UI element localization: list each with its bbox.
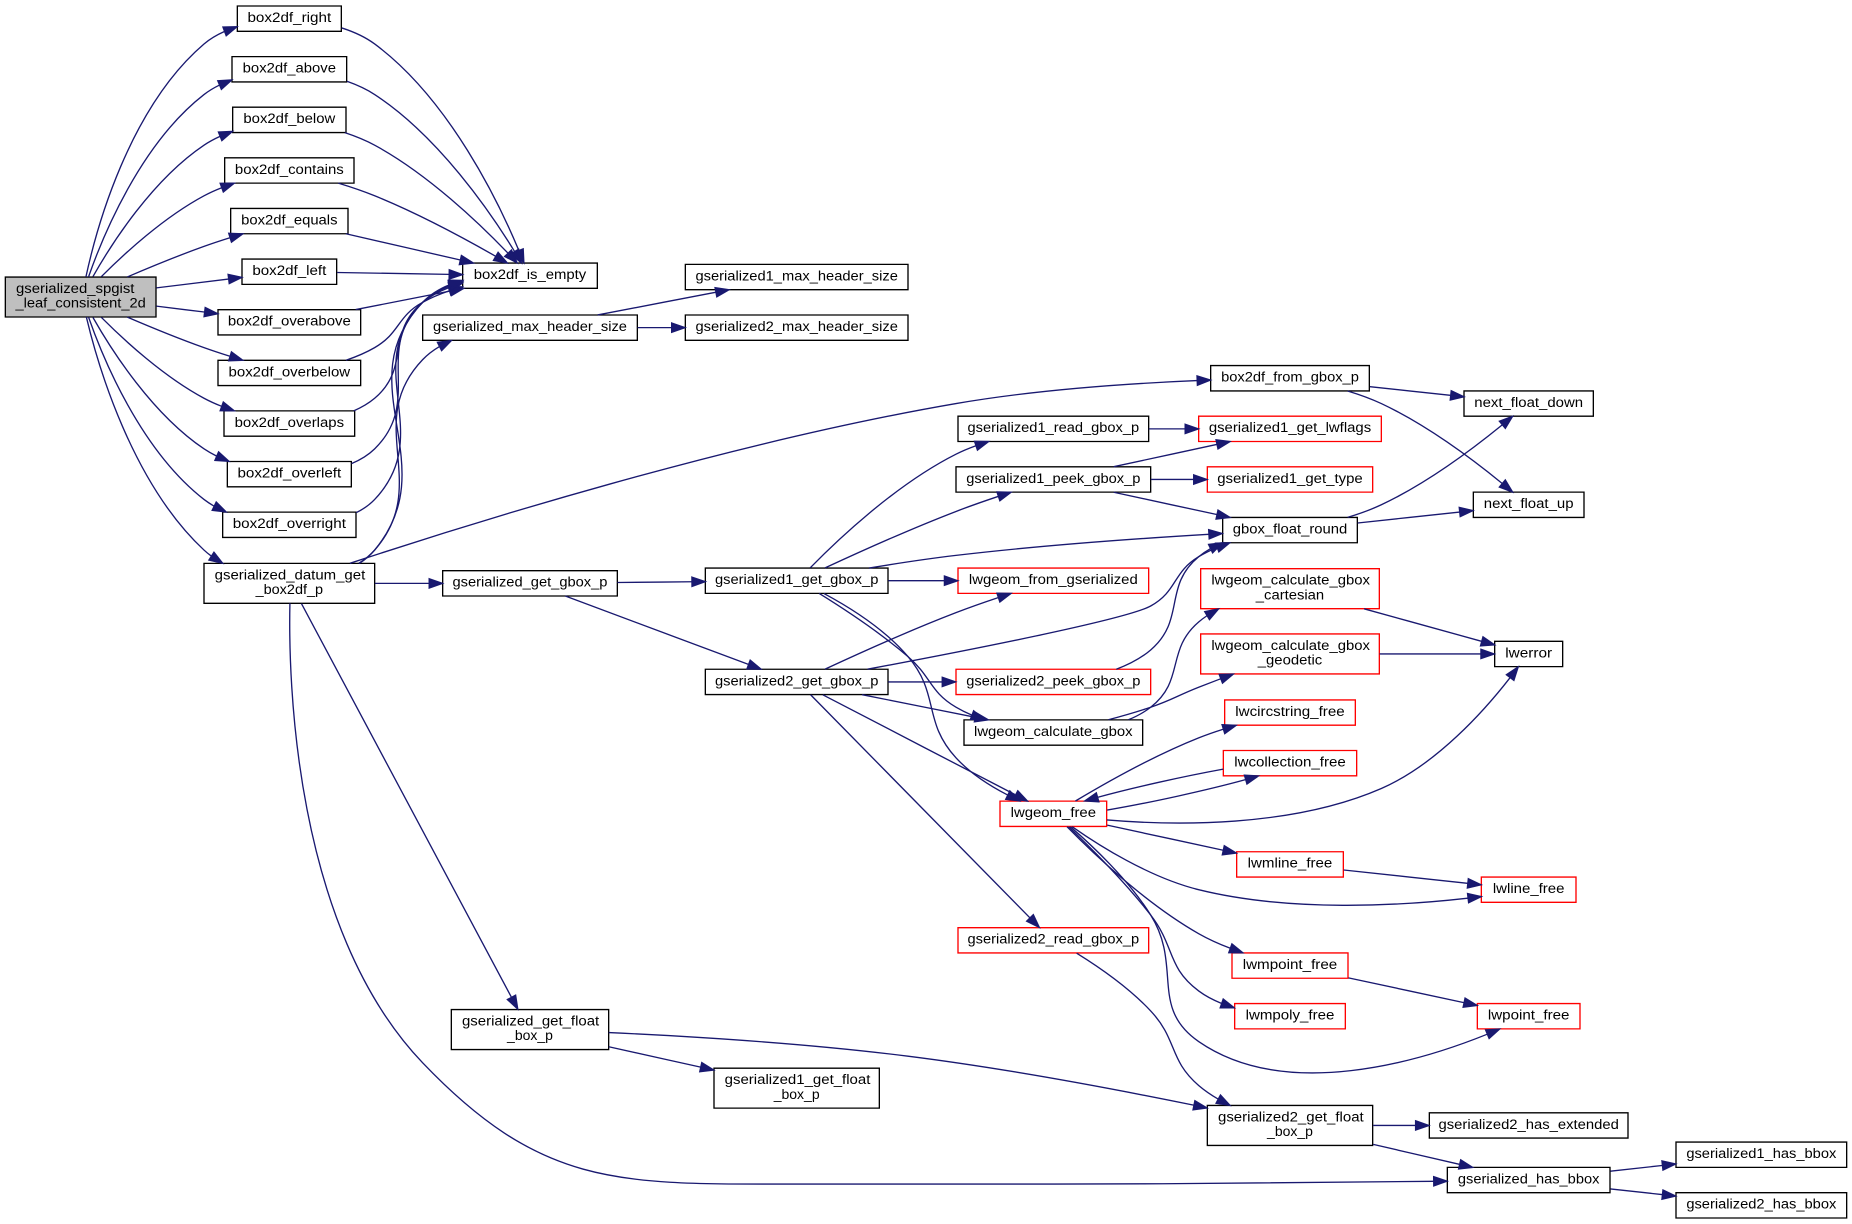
- svg-text:lwcollection_free: lwcollection_free: [1234, 754, 1346, 770]
- svg-text:gserialized1_max_header_size: gserialized1_max_header_size: [695, 267, 898, 283]
- svg-text:box2df_is_empty: box2df_is_empty: [474, 266, 587, 282]
- svg-text:lwmline_free: lwmline_free: [1248, 855, 1333, 871]
- svg-text:box2df_left: box2df_left: [252, 262, 326, 278]
- svg-text:gserialized1_get_type: gserialized1_get_type: [1217, 470, 1363, 486]
- svg-text:gserialized2_has_bbox: gserialized2_has_bbox: [1686, 1196, 1836, 1212]
- svg-text:gserialized2_read_gbox_p: gserialized2_read_gbox_p: [968, 931, 1140, 947]
- svg-text:lwerror: lwerror: [1505, 644, 1552, 660]
- svg-text:box2df_above: box2df_above: [243, 60, 337, 76]
- svg-text:gserialized_spgist: gserialized_spgist: [16, 280, 135, 296]
- svg-text:lwgeom_calculate_gbox: lwgeom_calculate_gbox: [1211, 572, 1370, 588]
- svg-text:next_float_down: next_float_down: [1474, 394, 1583, 410]
- svg-text:gserialized1_read_gbox_p: gserialized1_read_gbox_p: [968, 419, 1140, 435]
- svg-text:box2df_from_gbox_p: box2df_from_gbox_p: [1221, 369, 1359, 385]
- svg-text:_box_p: _box_p: [506, 1027, 553, 1043]
- svg-text:gserialized_max_header_size: gserialized_max_header_size: [433, 318, 627, 334]
- svg-text:gserialized2_get_float: gserialized2_get_float: [1218, 1108, 1364, 1124]
- svg-text:lwmpoly_free: lwmpoly_free: [1246, 1007, 1335, 1023]
- svg-text:lwmpoint_free: lwmpoint_free: [1243, 956, 1338, 972]
- svg-text:box2df_overlaps: box2df_overlaps: [235, 414, 344, 430]
- svg-text:gserialized2_peek_gbox_p: gserialized2_peek_gbox_p: [966, 672, 1140, 688]
- svg-text:gserialized1_get_float: gserialized1_get_float: [725, 1071, 871, 1087]
- svg-text:_box2df_p: _box2df_p: [255, 581, 324, 597]
- svg-text:next_float_up: next_float_up: [1484, 495, 1574, 511]
- svg-text:lwcircstring_free: lwcircstring_free: [1235, 703, 1345, 719]
- svg-text:box2df_overabove: box2df_overabove: [228, 313, 351, 329]
- svg-text:gbox_float_round: gbox_float_round: [1233, 520, 1348, 536]
- svg-text:gserialized2_has_extended: gserialized2_has_extended: [1439, 1116, 1619, 1132]
- svg-text:gserialized2_get_gbox_p: gserialized2_get_gbox_p: [715, 672, 879, 688]
- svg-text:box2df_below: box2df_below: [243, 110, 336, 126]
- svg-text:lwgeom_calculate_gbox: lwgeom_calculate_gbox: [974, 723, 1133, 739]
- svg-text:_box_p: _box_p: [1266, 1123, 1313, 1139]
- svg-text:box2df_equals: box2df_equals: [241, 211, 337, 227]
- svg-text:lwline_free: lwline_free: [1493, 880, 1565, 896]
- svg-text:box2df_overbelow: box2df_overbelow: [229, 363, 352, 379]
- svg-text:_cartesian: _cartesian: [1255, 586, 1324, 602]
- svg-text:gserialized1_get_gbox_p: gserialized1_get_gbox_p: [715, 571, 879, 587]
- svg-text:lwgeom_calculate_gbox: lwgeom_calculate_gbox: [1211, 637, 1370, 653]
- svg-text:box2df_right: box2df_right: [247, 9, 331, 25]
- svg-text:gserialized2_max_header_size: gserialized2_max_header_size: [695, 318, 898, 334]
- svg-text:_box_p: _box_p: [773, 1086, 820, 1102]
- svg-text:gserialized_get_gbox_p: gserialized_get_gbox_p: [453, 574, 608, 590]
- svg-text:gserialized1_has_bbox: gserialized1_has_bbox: [1686, 1145, 1836, 1161]
- svg-text:lwpoint_free: lwpoint_free: [1488, 1007, 1570, 1023]
- svg-text:box2df_overright: box2df_overright: [233, 515, 346, 531]
- svg-text:gserialized_datum_get: gserialized_datum_get: [215, 566, 366, 582]
- svg-text:_leaf_consistent_2d: _leaf_consistent_2d: [14, 295, 145, 311]
- svg-text:_geodetic: _geodetic: [1257, 652, 1323, 668]
- svg-text:lwgeom_from_gserialized: lwgeom_from_gserialized: [969, 571, 1138, 587]
- svg-text:gserialized_get_float: gserialized_get_float: [462, 1013, 599, 1029]
- svg-text:lwgeom_free: lwgeom_free: [1011, 804, 1097, 820]
- svg-text:gserialized_has_bbox: gserialized_has_bbox: [1458, 1170, 1600, 1186]
- svg-text:gserialized1_get_lwflags: gserialized1_get_lwflags: [1209, 419, 1371, 435]
- svg-text:box2df_contains: box2df_contains: [235, 161, 344, 177]
- svg-text:gserialized1_peek_gbox_p: gserialized1_peek_gbox_p: [966, 470, 1140, 486]
- svg-text:box2df_overleft: box2df_overleft: [237, 464, 341, 480]
